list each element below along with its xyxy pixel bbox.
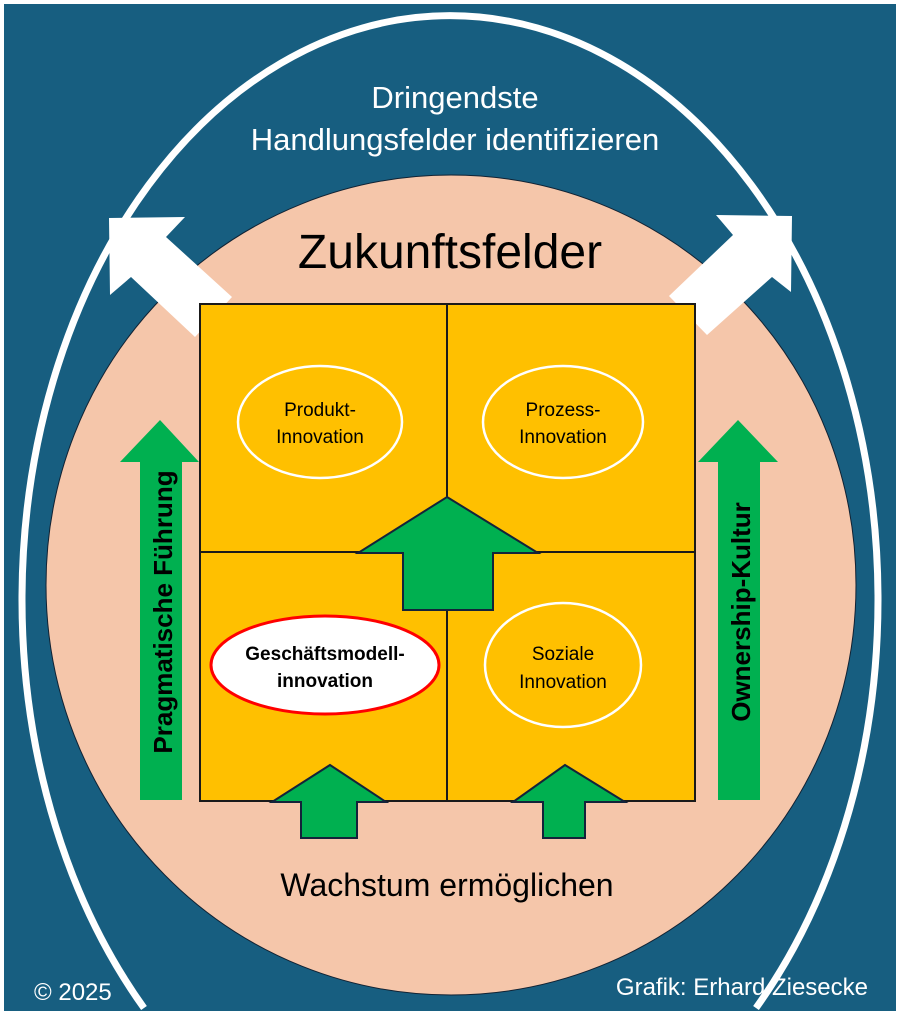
field-sozial-oval — [483, 601, 643, 729]
outer-ellipse — [18, 12, 882, 1011]
bottom-label: Wachstum ermöglichen — [280, 867, 613, 903]
header-line2: Handlungsfelder identifizieren — [251, 122, 659, 157]
field-geschaeftsmodell-oval — [209, 614, 441, 716]
field-geschaeftsmodell-line1: Geschäftsmodell- — [245, 644, 404, 665]
field-geschaeftsmodell-line2: innovation — [277, 671, 373, 692]
left-arrow-up-icon — [120, 420, 199, 800]
arrow-up-right-icon — [669, 215, 792, 335]
field-produkt-line2: Innovation — [276, 427, 364, 448]
center-arrow-up-icon — [354, 495, 542, 611]
field-prozess-oval — [481, 364, 645, 480]
bottom-left-arrow-up-icon — [268, 763, 390, 839]
credit: Grafik: Erhard Ziesecke — [616, 974, 868, 1001]
side-right-label: Ownership-Kultur — [726, 502, 756, 722]
field-sozial-line1: Soziale — [532, 644, 594, 665]
header-line1: Dringendste — [371, 80, 538, 115]
title: Zukunftsfelder — [298, 226, 602, 279]
field-produkt-oval — [236, 364, 404, 480]
side-left-label: Pragmatische Führung — [148, 470, 178, 753]
field-sozial-line2: Innovation — [519, 672, 607, 693]
copyright: © 2025 — [34, 979, 112, 1006]
field-produkt-line1: Produkt- — [284, 400, 356, 421]
field-prozess-line2: Innovation — [519, 427, 607, 448]
field-prozess-line1: Prozess- — [526, 400, 601, 421]
right-arrow-up-icon — [698, 420, 778, 800]
bottom-right-arrow-up-icon — [509, 763, 629, 839]
